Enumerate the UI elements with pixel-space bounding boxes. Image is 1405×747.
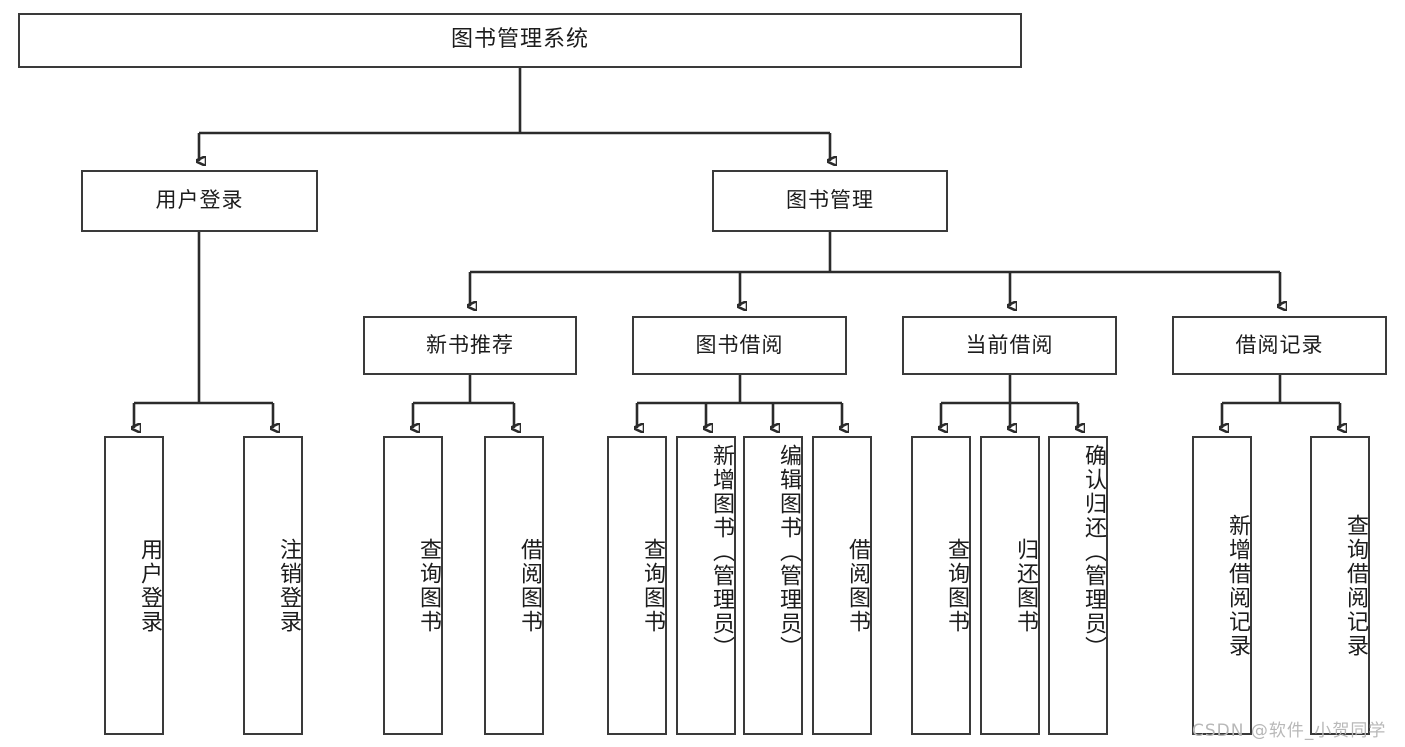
node-new-book-recommend[interactable]: 新书推荐	[363, 316, 577, 375]
leaf-recommend-borrow-book[interactable]: 借阅图书	[484, 436, 544, 735]
node-label: 新增图书（管理员）	[709, 444, 734, 660]
node-label: 注销登录	[276, 537, 301, 634]
leaf-recommend-query-book[interactable]: 查询图书	[383, 436, 443, 735]
node-label: 当前借阅	[965, 332, 1054, 357]
leaf-borrow-borrow-book[interactable]: 借阅图书	[812, 436, 872, 735]
node-label: 借阅图书	[517, 537, 542, 634]
node-label: 新增借阅记录	[1225, 513, 1250, 658]
leaf-current-confirm-return-admin[interactable]: 确认归还（管理员）	[1048, 436, 1108, 735]
node-book-borrow[interactable]: 图书借阅	[632, 316, 847, 375]
node-label: 查询图书	[416, 537, 441, 634]
node-label: 查询借阅记录	[1343, 513, 1368, 658]
node-label: 图书管理	[786, 188, 874, 213]
node-label: 查询图书	[640, 537, 665, 634]
node-current-borrow[interactable]: 当前借阅	[902, 316, 1117, 375]
node-label: 图书管理系统	[450, 27, 589, 53]
node-label: 归还图书	[1013, 537, 1038, 634]
leaf-current-query-book[interactable]: 查询图书	[911, 436, 971, 735]
node-label: 查询图书	[944, 537, 969, 634]
leaf-borrow-edit-book-admin[interactable]: 编辑图书（管理员）	[743, 436, 803, 735]
node-label: 用户登录	[155, 188, 244, 213]
leaf-user-login-login[interactable]: 用户登录	[104, 436, 164, 735]
node-root-book-management-system[interactable]: 图书管理系统	[18, 13, 1022, 68]
leaf-current-return-book[interactable]: 归还图书	[980, 436, 1040, 735]
leaf-borrow-query-book[interactable]: 查询图书	[607, 436, 667, 735]
node-label: 借阅图书	[845, 537, 870, 634]
node-label: 编辑图书（管理员）	[776, 444, 801, 660]
node-label: 用户登录	[137, 537, 162, 634]
node-label: 借阅记录	[1235, 332, 1324, 357]
node-label: 确认归还（管理员）	[1081, 444, 1106, 660]
node-label: 图书借阅	[695, 332, 784, 357]
node-label: 新书推荐	[426, 332, 514, 357]
node-user-login[interactable]: 用户登录	[81, 170, 318, 232]
leaf-record-query-record[interactable]: 查询借阅记录	[1310, 436, 1370, 735]
leaf-record-add-record[interactable]: 新增借阅记录	[1192, 436, 1252, 735]
node-borrow-record[interactable]: 借阅记录	[1172, 316, 1387, 375]
node-book-management[interactable]: 图书管理	[712, 170, 948, 232]
leaf-borrow-add-book-admin[interactable]: 新增图书（管理员）	[676, 436, 736, 735]
leaf-user-login-logout[interactable]: 注销登录	[243, 436, 303, 735]
